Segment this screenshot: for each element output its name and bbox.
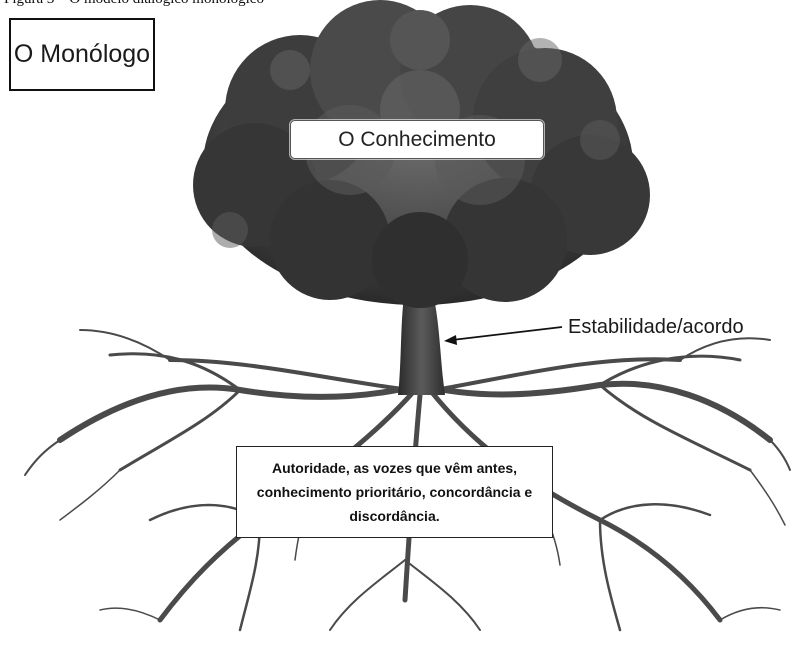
arrow-left-icon [444,327,562,345]
roots-label: Autoridade, as vozes que vêm antes, conh… [247,456,542,528]
canopy-label-box: O Conhecimento [290,120,544,159]
title-box: O Monólogo [9,18,155,91]
roots-label-box: Autoridade, as vozes que vêm antes, conh… [236,446,553,538]
canopy-label: O Conhecimento [338,128,496,152]
trunk-label: Estabilidade/acordo [568,316,744,339]
title-label: O Monólogo [14,39,150,70]
